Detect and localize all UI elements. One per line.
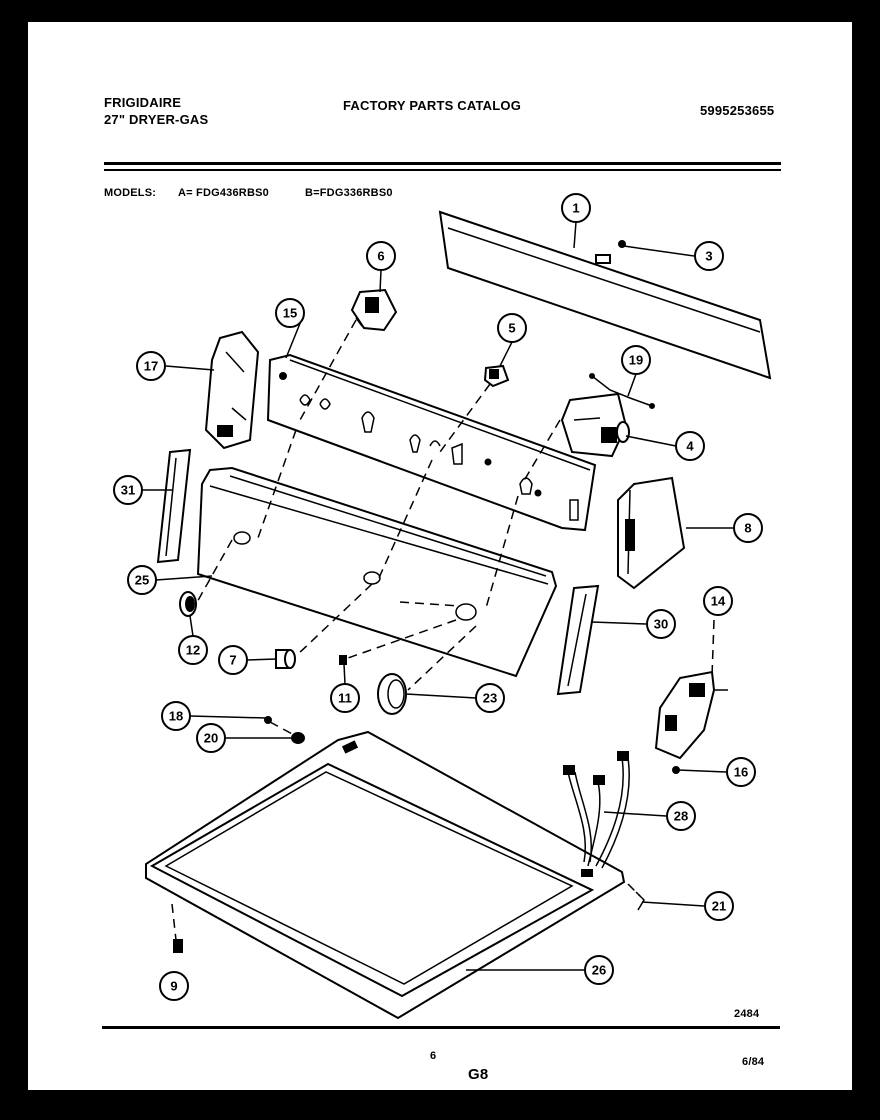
svg-text:1: 1: [572, 201, 579, 216]
model-b: B=FDG336RBS0: [305, 187, 393, 199]
callout-9: 9: [159, 971, 189, 1001]
svg-text:11: 11: [338, 691, 352, 706]
part-timer: [560, 392, 630, 458]
part-left-trim: [156, 448, 192, 564]
callout-12: 12: [178, 635, 208, 665]
callout-28: 28: [666, 801, 696, 831]
revision-date: 6/84: [742, 1056, 765, 1068]
models-label: MODELS:: [104, 187, 157, 199]
callout-25: 25: [127, 565, 157, 595]
drawing-number: 2484: [734, 1008, 760, 1020]
part-screw-9: [173, 939, 183, 953]
part-connector: [483, 364, 510, 388]
brand-name: FRIGIDAIRE: [104, 95, 182, 110]
svg-text:25: 25: [135, 573, 149, 588]
callout-26: 26: [584, 955, 614, 985]
part-right-trim: [556, 584, 600, 696]
svg-text:17: 17: [144, 359, 158, 374]
header-rule-top: [104, 162, 781, 165]
part-clip-21: [635, 891, 645, 911]
svg-text:4: 4: [686, 439, 694, 454]
part-control-panel: [266, 353, 597, 532]
part-left-endcap: [204, 330, 260, 450]
footer-rule: [102, 1026, 780, 1029]
svg-text:16: 16: [734, 765, 748, 780]
svg-text:31: 31: [121, 483, 135, 498]
leader-lines: [142, 221, 734, 971]
part-wire: [589, 373, 655, 409]
product-name: 27" DRYER-GAS: [104, 112, 209, 127]
svg-text:19: 19: [629, 353, 643, 368]
part-cover-panel: [438, 210, 772, 380]
callout-8: 8: [733, 513, 763, 543]
svg-text:28: 28: [674, 809, 688, 824]
svg-text:21: 21: [712, 899, 726, 914]
catalog-number: 5995253655: [700, 103, 775, 118]
callout-19: 19: [621, 345, 651, 375]
callout-15: 15: [275, 298, 305, 328]
svg-text:23: 23: [483, 691, 497, 706]
part-top-assembly: [145, 730, 626, 1020]
svg-text:7: 7: [229, 653, 236, 668]
callout-6: 6: [366, 241, 396, 271]
part-hose-bundle: [563, 751, 630, 869]
callout-18: 18: [161, 701, 191, 731]
callout-20: 20: [196, 723, 226, 753]
callout-21: 21: [704, 891, 734, 921]
callout-23: 23: [475, 683, 505, 713]
svg-text:30: 30: [654, 617, 668, 632]
svg-text:5: 5: [508, 321, 515, 336]
callout-11: 11: [330, 683, 360, 713]
svg-text:12: 12: [186, 643, 200, 658]
part-knob: [377, 673, 407, 715]
section-code: G8: [468, 1066, 489, 1083]
svg-text:20: 20: [204, 731, 218, 746]
callout-17: 17: [136, 351, 166, 381]
part-button: [275, 649, 296, 669]
svg-text:15: 15: [283, 306, 297, 321]
part-set-screw: [339, 655, 347, 665]
part-screw-18: [264, 716, 272, 724]
part-lens: [179, 591, 197, 617]
svg-text:8: 8: [744, 521, 751, 536]
part-console-front: [196, 466, 558, 678]
model-a: A= FDG436RBS0: [178, 187, 269, 199]
svg-text:9: 9: [170, 979, 177, 994]
part-clip-20: [291, 732, 305, 744]
catalog-title: FACTORY PARTS CATALOG: [343, 98, 522, 113]
callout-3: 3: [694, 241, 724, 271]
callout-14: 14: [703, 586, 733, 616]
callout-31: 31: [113, 475, 143, 505]
callout-5: 5: [497, 313, 527, 343]
page-number: 6: [430, 1050, 437, 1062]
callout-4: 4: [675, 431, 705, 461]
svg-text:6: 6: [377, 249, 384, 264]
assembly-dash-lines: [171, 319, 715, 941]
part-switch-bracket: [654, 670, 728, 774]
callout-7: 7: [218, 645, 248, 675]
svg-text:14: 14: [711, 594, 726, 609]
callout-16: 16: [726, 757, 756, 787]
svg-text:26: 26: [592, 963, 606, 978]
svg-text:3: 3: [705, 249, 712, 264]
part-switch: [350, 288, 398, 332]
svg-text:18: 18: [169, 709, 183, 724]
callout-1: 1: [561, 193, 591, 223]
part-right-endcap: [617, 476, 686, 590]
callout-30: 30: [646, 609, 676, 639]
header-rule-bottom: [104, 169, 781, 171]
